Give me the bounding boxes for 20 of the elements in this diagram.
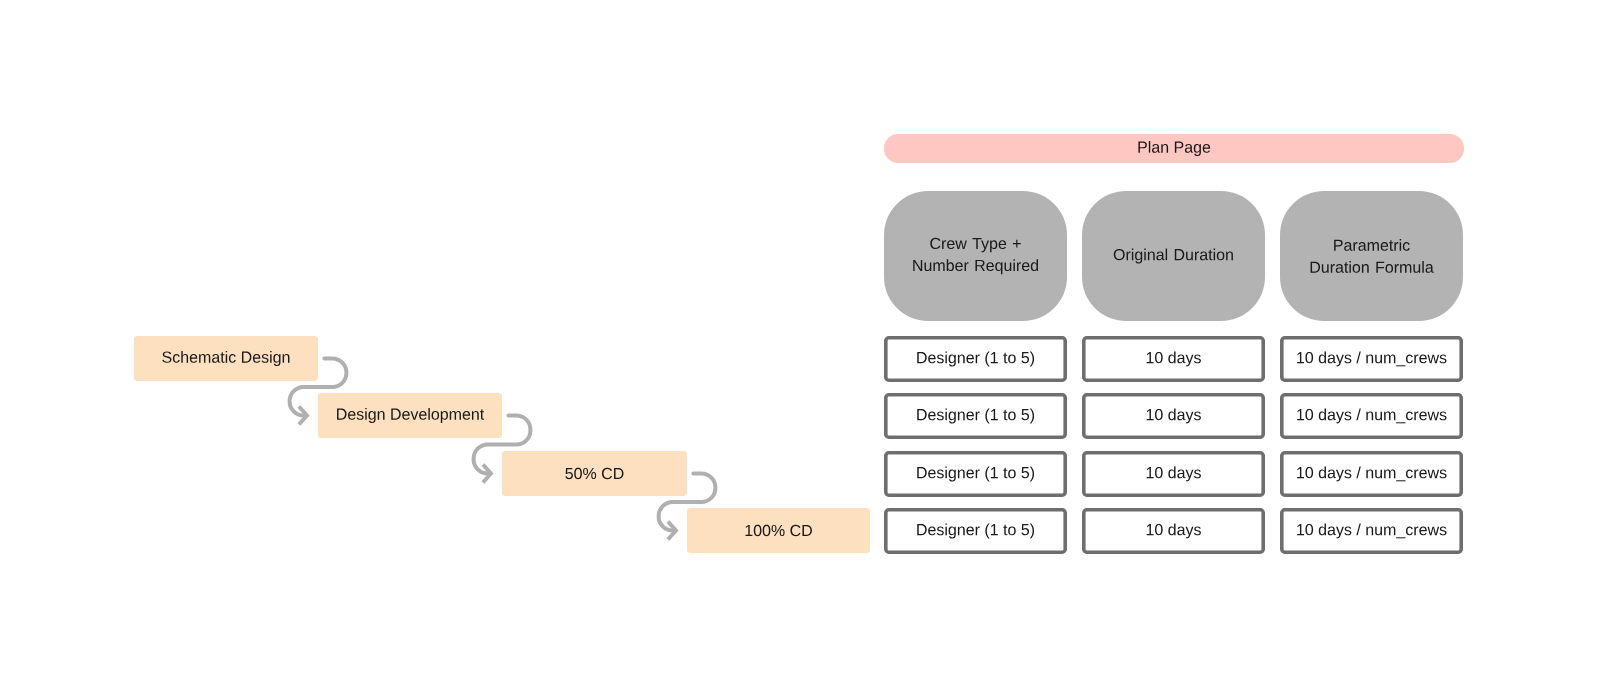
table-cell: Designer (1 to 5) <box>884 336 1067 382</box>
table-cell: 10 days / num_crews <box>1280 336 1463 382</box>
table-cell: Designer (1 to 5) <box>884 393 1067 439</box>
stage-box: 100% CD <box>687 508 870 553</box>
stage-box: Design Development <box>318 393 502 438</box>
table-cell: 10 days <box>1082 508 1265 554</box>
table-cell: Designer (1 to 5) <box>884 508 1067 554</box>
column-header: Crew Type + Number Required <box>884 191 1067 321</box>
stage-box: 50% CD <box>502 451 687 496</box>
table-cell: Designer (1 to 5) <box>884 451 1067 497</box>
column-header: Original Duration <box>1082 191 1265 321</box>
stage-box: Schematic Design <box>134 336 318 381</box>
table-cell: 10 days / num_crews <box>1280 451 1463 497</box>
title-band: Plan Page <box>884 134 1464 163</box>
table-cell: 10 days / num_crews <box>1280 393 1463 439</box>
table-cell: 10 days <box>1082 393 1265 439</box>
column-header: Parametric Duration Formula <box>1280 191 1463 321</box>
table-cell: 10 days <box>1082 451 1265 497</box>
table-cell: 10 days <box>1082 336 1265 382</box>
table-cell: 10 days / num_crews <box>1280 508 1463 554</box>
